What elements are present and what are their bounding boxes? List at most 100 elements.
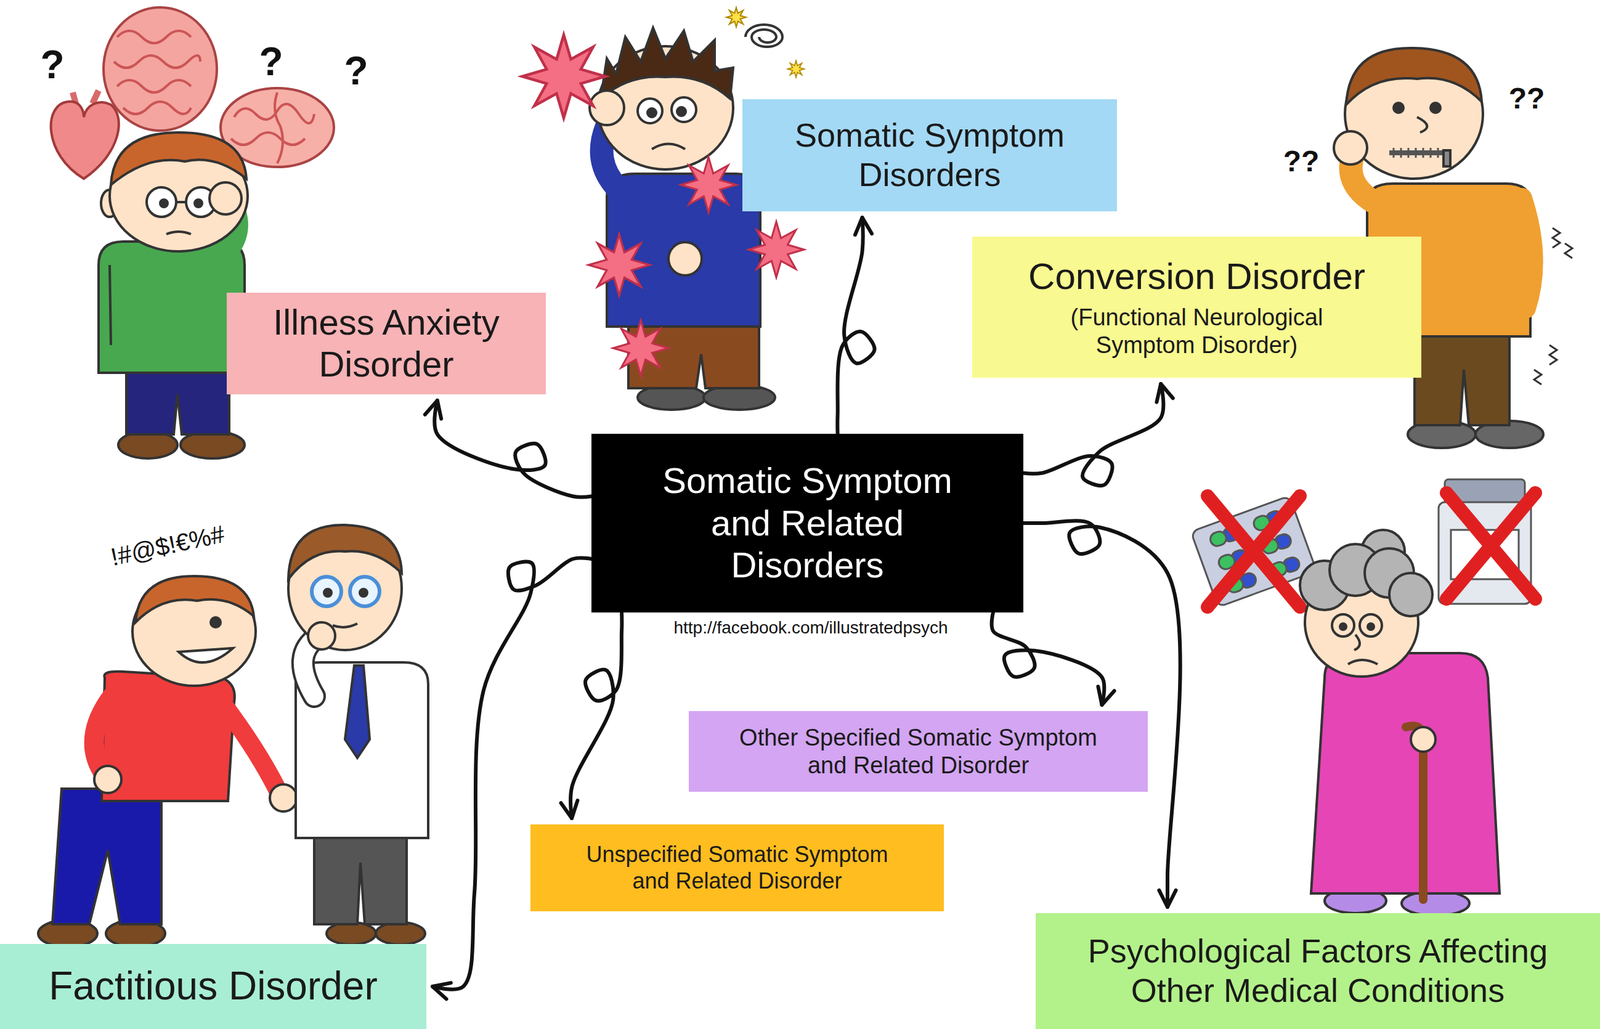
box-title: Conversion Disorder bbox=[1028, 255, 1366, 299]
pained-boy-figure bbox=[668, 242, 702, 276]
worried-boy-figure bbox=[194, 199, 203, 208]
curly-arrow bbox=[1023, 383, 1164, 486]
refusal-cross bbox=[1207, 495, 1300, 607]
box-title: Other Specified Somatic Symptom and Rela… bbox=[724, 723, 1113, 780]
swear-symbols: !#@$!€%# bbox=[108, 519, 227, 571]
pained-boy-figure bbox=[647, 108, 657, 118]
old-lady-figure bbox=[1299, 529, 1500, 916]
box-title: Somatic Symptom and Related Disorders bbox=[656, 459, 959, 586]
box-title: Psychological Factors Affecting Other Me… bbox=[1059, 931, 1577, 1010]
intestines-organ bbox=[103, 7, 217, 131]
tremble-marks bbox=[1549, 345, 1557, 365]
old-lady-figure bbox=[1429, 677, 1468, 739]
grinning-patient-figure bbox=[94, 696, 113, 776]
pill-blister-pack bbox=[1208, 529, 1229, 549]
silenced-boy-figure bbox=[1443, 150, 1451, 167]
pain-bursts bbox=[613, 320, 669, 376]
tremble-marks bbox=[1534, 369, 1542, 385]
box-title: Illness Anxiety Disorder bbox=[239, 301, 534, 386]
silenced-boy-figure bbox=[1393, 147, 1438, 158]
doctor-figure bbox=[359, 588, 368, 597]
category-box: Factitious Disorder bbox=[0, 943, 427, 1029]
old-lady-figure bbox=[1354, 634, 1360, 650]
hub-box: Somatic Symptom and Related Disorders bbox=[591, 433, 1024, 613]
refusal-cross bbox=[1207, 495, 1300, 607]
pain-bursts bbox=[588, 234, 650, 296]
silenced-boy-figure bbox=[1430, 102, 1441, 113]
intestines-organ bbox=[113, 30, 201, 114]
tremble-marks bbox=[1564, 243, 1573, 259]
old-lady-figure bbox=[1331, 614, 1355, 637]
worried-boy-figure bbox=[209, 182, 242, 215]
silenced-boy-figure bbox=[1333, 131, 1368, 165]
dizzy-star bbox=[787, 60, 805, 78]
watermark-url: http://facebook.com/illustratedpsych bbox=[673, 618, 948, 638]
box-title: Factitious Disorder bbox=[48, 962, 378, 1010]
silenced-boy-figure bbox=[1346, 48, 1482, 105]
doctor-figure bbox=[288, 524, 402, 580]
pained-boy-figure bbox=[637, 98, 663, 124]
grinning-patient-figure bbox=[94, 765, 122, 793]
silenced-boy-figure bbox=[1521, 198, 1533, 309]
category-box: Psychological Factors Affecting Other Me… bbox=[1035, 913, 1600, 1029]
worried-boy-figure bbox=[98, 132, 248, 459]
silenced-boy-figure bbox=[1389, 150, 1445, 156]
question-mark: ?? bbox=[1508, 82, 1546, 116]
worried-boy-figure bbox=[160, 199, 168, 208]
curly-arrow bbox=[434, 400, 592, 498]
grinning-patient-figure bbox=[52, 788, 162, 925]
worried-boy-figure bbox=[146, 187, 177, 217]
doctor-figure bbox=[311, 576, 342, 607]
pained-boy-figure bbox=[600, 27, 734, 99]
curly-arrow bbox=[432, 557, 592, 989]
pill-blister-pack bbox=[1190, 495, 1317, 607]
doctor-figure bbox=[332, 623, 358, 628]
silenced-boy-figure bbox=[1417, 117, 1427, 133]
tremble-marks bbox=[1534, 227, 1573, 385]
refusal-cross bbox=[1446, 492, 1536, 599]
worried-boy-figure bbox=[166, 231, 191, 235]
grinning-patient-figure bbox=[135, 576, 254, 623]
heart-organ bbox=[51, 101, 119, 179]
doctor-figure bbox=[349, 576, 380, 607]
category-box: Other Specified Somatic Symptom and Rela… bbox=[688, 710, 1148, 792]
pain-bursts bbox=[522, 35, 606, 119]
question-mark: ? bbox=[258, 40, 283, 84]
curly-arrow bbox=[837, 217, 875, 434]
pained-boy-figure bbox=[677, 107, 686, 116]
box-title: Unspecified Somatic Symptom and Related … bbox=[574, 841, 901, 894]
pained-boy-figure bbox=[589, 27, 776, 410]
doctor-figure bbox=[324, 588, 332, 597]
heart-organ bbox=[51, 90, 119, 179]
worried-boy-figure bbox=[110, 132, 247, 185]
worried-boy-figure bbox=[176, 200, 187, 204]
dizzy-star bbox=[726, 7, 747, 28]
silenced-boy-figure bbox=[1414, 326, 1510, 426]
box-subtitle: (Functional Neurological Symptom Disorde… bbox=[1043, 303, 1352, 360]
old-lady-figure bbox=[1340, 623, 1347, 630]
question-mark: ? bbox=[40, 43, 65, 87]
pained-boy-figure bbox=[671, 97, 697, 122]
silenced-boy-figure bbox=[1393, 102, 1404, 113]
doctor-figure bbox=[345, 665, 370, 758]
doctor-figure bbox=[375, 922, 426, 945]
question-mark: ?? bbox=[1283, 145, 1320, 179]
tremble-marks bbox=[1552, 227, 1560, 248]
grinning-patient-figure bbox=[210, 617, 221, 628]
doctor-figure bbox=[326, 922, 376, 945]
box-title: Somatic Symptom Disorders bbox=[757, 115, 1103, 195]
category-box: Conversion Disorder(Functional Neurologi… bbox=[972, 236, 1422, 378]
grinning-patient-figure bbox=[221, 702, 279, 792]
pill-blister-pack bbox=[1190, 495, 1317, 607]
pain-bursts bbox=[748, 221, 805, 278]
category-box: Illness Anxiety Disorder bbox=[226, 292, 546, 395]
worried-boy-figure bbox=[109, 264, 111, 346]
doctor-figure bbox=[308, 622, 336, 650]
category-box: Unspecified Somatic Symptom and Related … bbox=[530, 824, 944, 912]
curly-arrow bbox=[991, 612, 1105, 705]
old-lady-figure bbox=[1389, 572, 1433, 617]
grinning-patient-figure bbox=[38, 576, 297, 947]
old-lady-figure bbox=[1367, 623, 1374, 630]
grinning-patient-figure bbox=[269, 784, 297, 812]
